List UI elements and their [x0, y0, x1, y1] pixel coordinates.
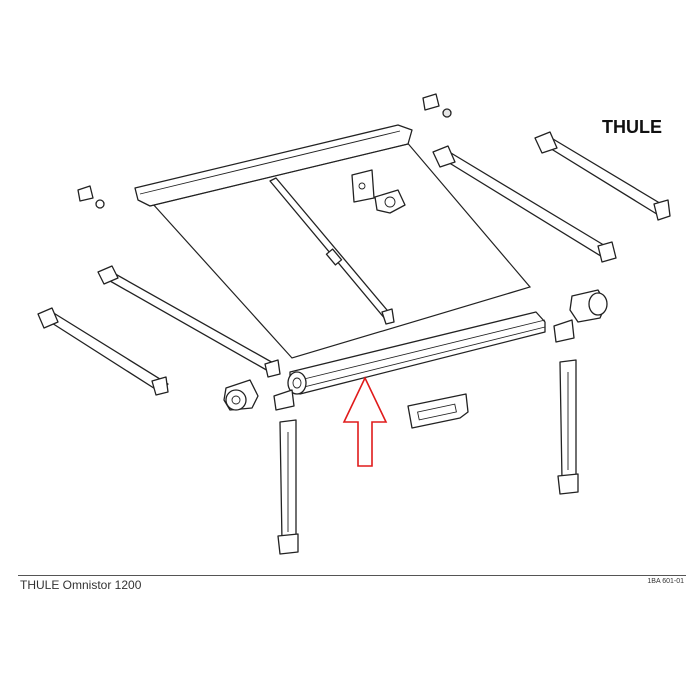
center-bracket: [351, 169, 406, 214]
footer-divider: [18, 575, 686, 576]
tension-rafter: [269, 177, 395, 325]
right-lower-arm: [534, 131, 671, 221]
left-lower-arm: [37, 307, 169, 396]
wall-rail: [134, 124, 413, 207]
right-support-leg: [557, 359, 579, 495]
left-support-leg: [277, 419, 299, 555]
left-upper-arm: [97, 265, 281, 378]
wall-bracket: [407, 393, 469, 429]
front-lead-rail: [287, 311, 546, 395]
right-end-cap: [553, 289, 608, 343]
diagram-title: THULE Omnistor 1200: [20, 578, 142, 592]
thule-logo: THULE: [602, 117, 662, 137]
diagram-code: 1BA 601-01: [647, 578, 684, 585]
right-upper-arm: [432, 145, 617, 263]
indicator-arrow: [342, 376, 388, 467]
screw-left: [77, 185, 105, 209]
left-end-cap: [223, 379, 295, 411]
logo-text: THULE: [602, 117, 662, 137]
screw-right: [422, 93, 452, 118]
